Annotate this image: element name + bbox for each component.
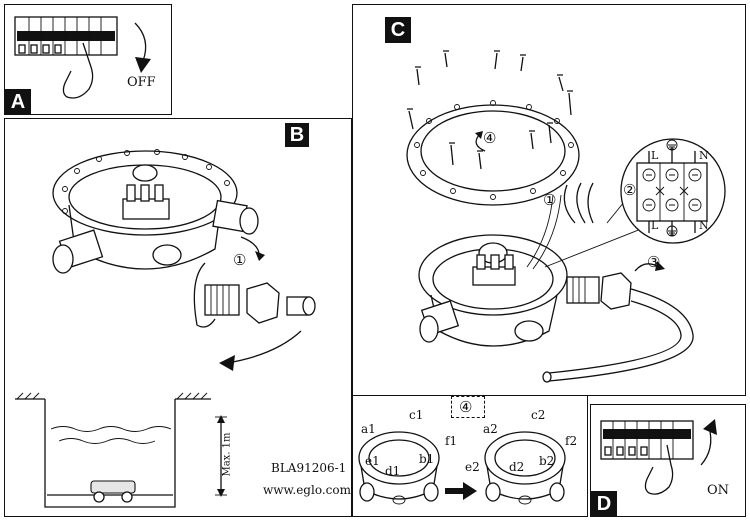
box-after [484, 431, 566, 505]
label-d2: d2 [509, 460, 525, 474]
junction-box-wiring-illustration [406, 50, 726, 383]
panel-d: ON D [590, 404, 746, 517]
label-a1: a1 [361, 422, 376, 436]
breaker-switches [17, 17, 115, 55]
badge-a: A [5, 89, 31, 115]
water-basin [15, 392, 227, 508]
panel-c: C [352, 4, 746, 396]
step-2-label: ② [623, 181, 637, 199]
panel-b: B [4, 118, 352, 517]
badge-c: C [385, 17, 411, 43]
terminal-l-top: L [651, 149, 659, 162]
step-4-box [451, 396, 485, 418]
step-3-label: ③ [647, 253, 661, 271]
cable-gland-left [52, 229, 104, 274]
hand-icon [644, 444, 674, 495]
power-cable [548, 288, 694, 382]
badge-b: B [285, 123, 309, 147]
box-before [358, 431, 440, 505]
terminal-l-bottom: L [651, 219, 659, 232]
step-4-label: ④ [483, 129, 497, 147]
junction-box-body [418, 234, 568, 347]
screw-order-illustration [358, 431, 566, 505]
down-arrow-icon [134, 22, 147, 62]
label-d1: d1 [385, 464, 401, 478]
label-b2: b2 [539, 454, 555, 468]
terminal-n-bottom: N [699, 219, 709, 232]
label-a2: a2 [483, 422, 498, 436]
label-f2: f2 [565, 434, 578, 448]
cable-gland-left [419, 300, 460, 343]
earth-icon-bottom [666, 225, 678, 237]
badge-d: D [591, 491, 617, 517]
label-b1: b1 [419, 452, 435, 466]
label-c1: c1 [409, 408, 424, 422]
panel-a: OFF A [4, 4, 172, 115]
website: www.eglo.com [263, 483, 351, 497]
step-1-label: ① [543, 191, 557, 209]
terminal-detail [544, 138, 726, 268]
gland-exploded-parts [193, 262, 316, 328]
off-label: OFF [127, 75, 156, 90]
earth-icon-top [666, 139, 678, 151]
terminal-n-top: N [699, 149, 709, 162]
label-e2: e2 [465, 460, 480, 474]
arrow-right-icon [445, 482, 477, 500]
cable-gland-right [212, 199, 259, 235]
step-1-label: ① [233, 251, 247, 269]
breaker-switches [603, 421, 691, 459]
remove-arrow-icon [226, 330, 302, 364]
breaker-on-illustration [600, 419, 717, 495]
step-4-label: ④ [459, 398, 473, 416]
terminal-block [122, 164, 170, 220]
lid [406, 100, 580, 206]
junction-box-open-illustration [15, 149, 316, 508]
screw-order-detail: ④ a1 c1 f1 e1 d1 b1 a2 c2 f2 e2 d2 b2 [352, 396, 588, 517]
flange-holes [62, 149, 230, 214]
hand-icon [62, 42, 94, 99]
cable-gland-right [566, 272, 632, 310]
on-label: ON [707, 483, 730, 498]
label-c2: c2 [531, 408, 546, 422]
up-arrow-icon [700, 426, 712, 466]
screws [407, 50, 573, 170]
max-depth-label: Max. 1m [221, 432, 233, 477]
breaker-off-illustration [14, 16, 151, 99]
product-code: BLA91206-1 [271, 461, 347, 475]
label-e1: e1 [365, 454, 380, 468]
label-f1: f1 [445, 434, 458, 448]
